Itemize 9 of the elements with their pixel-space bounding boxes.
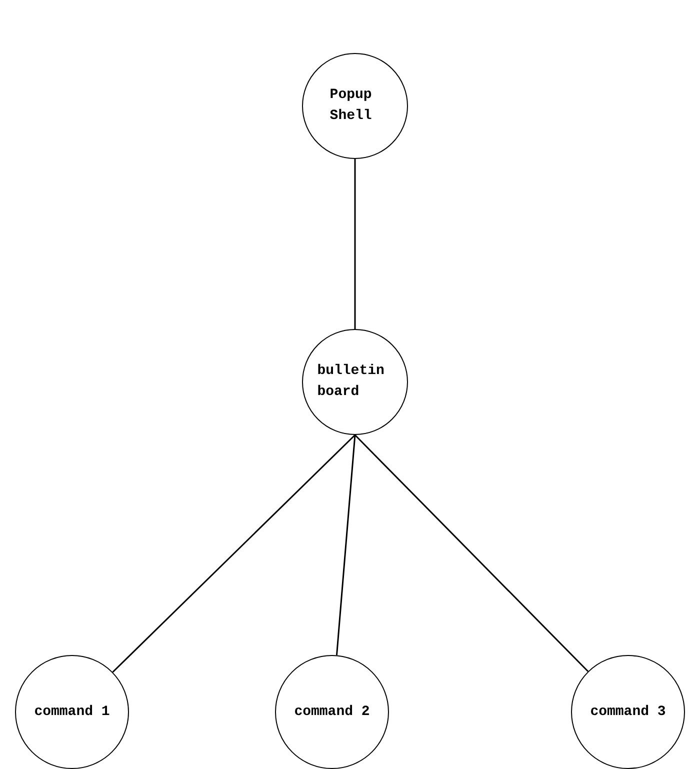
node-label: command 3 <box>590 702 666 722</box>
connector-line <box>354 434 589 672</box>
connector-line <box>354 159 356 329</box>
connector-line <box>336 434 356 656</box>
node-label: Popup Shell <box>330 86 373 126</box>
node-label: bulletin board <box>317 362 386 402</box>
connector-line <box>112 434 356 673</box>
node-label: command 2 <box>294 702 370 722</box>
node-label: command 1 <box>34 702 110 722</box>
